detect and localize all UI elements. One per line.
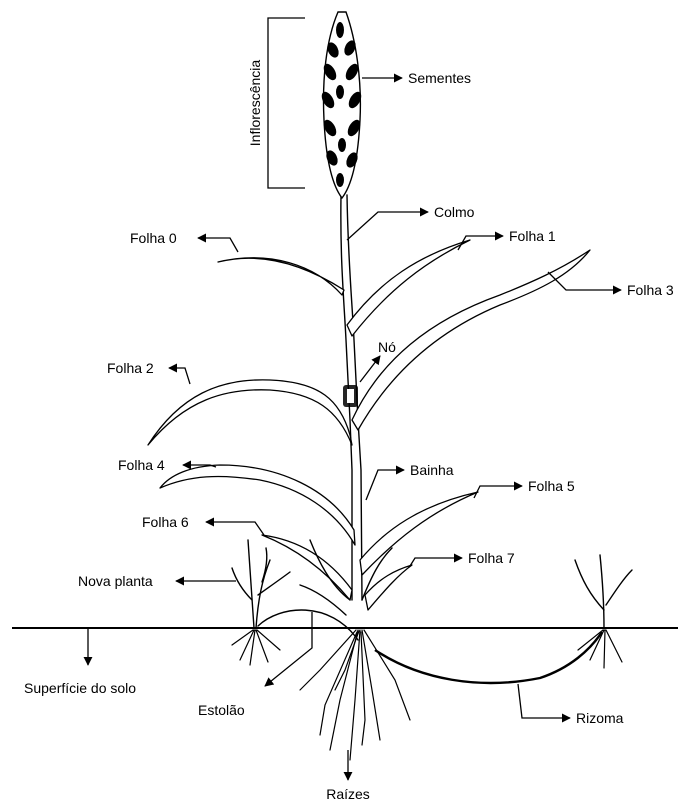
label-no: Nó [378, 339, 396, 355]
label-colmo: Colmo [434, 204, 475, 220]
label-sementes: Sementes [408, 70, 471, 86]
leaf-4 [160, 465, 355, 545]
leaf-2 [148, 380, 352, 445]
inflorescence-bracket [268, 18, 305, 188]
stolon [258, 610, 358, 640]
label-bainha: Bainha [410, 462, 454, 478]
rhizome [375, 632, 602, 683]
leaf-7 [365, 565, 412, 610]
label-rizoma: Rizoma [576, 710, 624, 726]
new-plant-right [575, 555, 632, 668]
label-nova-planta: Nova planta [78, 573, 153, 589]
label-raizes: Raízes [326, 786, 370, 802]
leaf-5 [360, 492, 478, 575]
label-folha-6: Folha 6 [142, 514, 189, 530]
label-folha-3: Folha 3 [627, 282, 674, 298]
leaf-0 [218, 258, 344, 295]
new-plant-left [232, 540, 290, 665]
label-folha-2: Folha 2 [107, 360, 154, 376]
label-superficie: Superfície do solo [24, 680, 136, 696]
label-folha-5: Folha 5 [528, 478, 575, 494]
inflorescence-label: Inflorescência [247, 60, 263, 147]
main-roots [300, 630, 410, 760]
label-estolao: Estolão [198, 702, 245, 718]
label-folha-1: Folha 1 [509, 228, 556, 244]
label-folha-4: Folha 4 [118, 457, 165, 473]
label-folha-0: Folha 0 [130, 230, 177, 246]
inflorescence [319, 12, 364, 198]
label-folha-7: Folha 7 [468, 550, 515, 566]
